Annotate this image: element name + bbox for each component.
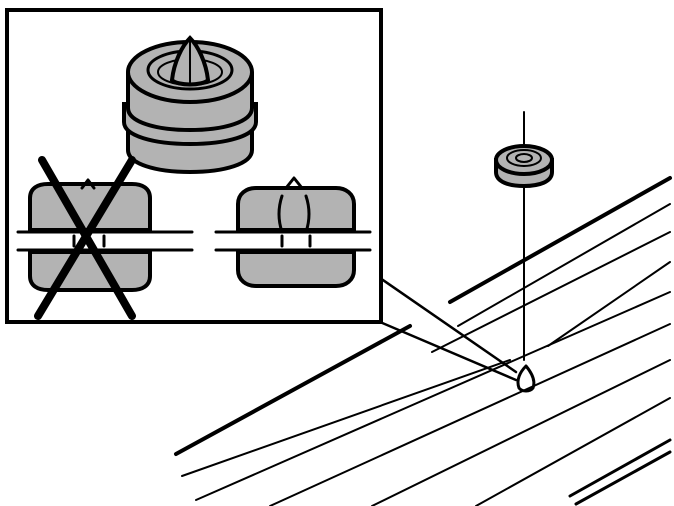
clip-correct-install-icon bbox=[214, 176, 372, 288]
panel-edge-bottom-a bbox=[568, 438, 672, 498]
grommet-clip-icon bbox=[122, 35, 258, 175]
callout-leader-upper bbox=[378, 276, 518, 374]
panel-line-7 bbox=[475, 397, 671, 506]
panel-line-3 bbox=[181, 359, 511, 477]
inset-box bbox=[5, 8, 383, 324]
panel-edge-bottom-b bbox=[574, 450, 672, 506]
callout-leader-lower bbox=[378, 320, 518, 382]
panel-surface bbox=[174, 176, 672, 506]
cross-mark-icon bbox=[34, 156, 136, 320]
panel-line-5 bbox=[269, 323, 671, 506]
grommet-clip-small-icon bbox=[494, 144, 554, 189]
panel-line-2 bbox=[431, 231, 671, 353]
panel-line-3b bbox=[547, 261, 671, 347]
panel-edge-upper bbox=[448, 176, 672, 304]
panel-line-4 bbox=[195, 291, 671, 501]
panel-line-1 bbox=[457, 203, 671, 327]
mounting-hole-icon bbox=[516, 364, 536, 393]
panel-line-6 bbox=[371, 359, 671, 506]
panel-edge-lower bbox=[174, 324, 412, 456]
